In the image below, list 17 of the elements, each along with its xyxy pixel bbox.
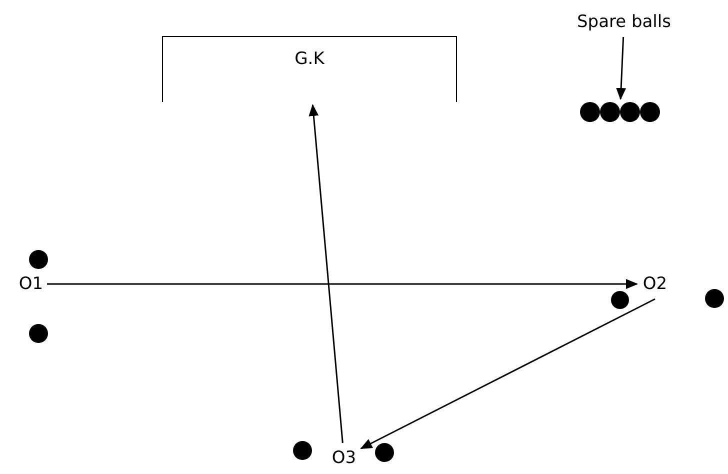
goal-frame	[162, 36, 457, 102]
balls-icon	[580, 102, 660, 122]
player-marker	[293, 441, 312, 460]
player-label: O1	[18, 272, 44, 296]
player-label: O2	[640, 272, 670, 296]
arrow	[47, 279, 638, 289]
player-marker	[705, 289, 724, 308]
arrow	[616, 36, 626, 100]
goal-label: G.K	[294, 49, 324, 69]
player-marker	[375, 443, 394, 462]
arrow	[308, 104, 344, 444]
text-label: Spare balls	[572, 10, 676, 34]
arrow	[360, 298, 656, 450]
player-marker	[29, 250, 48, 269]
player-marker	[611, 291, 629, 309]
player-label: O3	[330, 446, 358, 470]
player-marker	[29, 324, 48, 343]
